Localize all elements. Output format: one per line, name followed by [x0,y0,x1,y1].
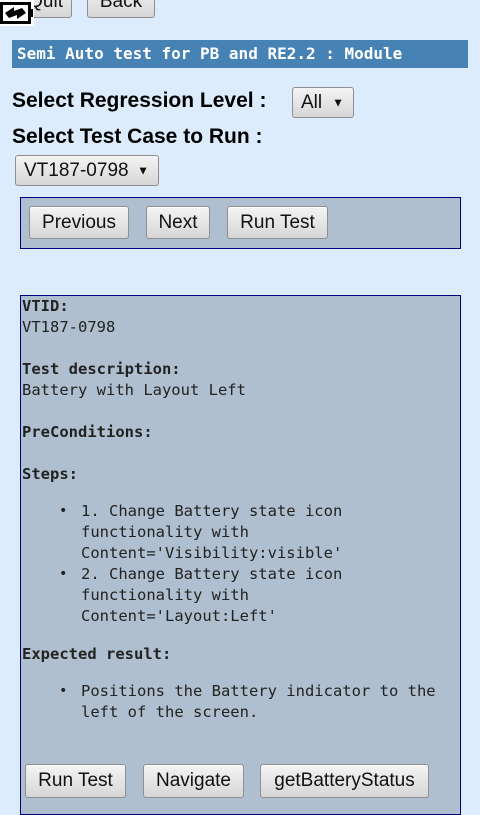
regression-level-value: All [301,91,323,113]
bullet-icon: • [59,683,68,699]
vtid-label: VTID: [22,297,69,315]
dropdown-arrow-icon: ▼ [332,94,344,109]
run-test-bottom-label: Run Test [38,770,113,791]
previous-button-label: Previous [42,211,116,233]
description-label: Test description: [22,360,181,378]
battery-charging-icon [0,0,34,26]
run-test-bottom-button[interactable]: Run Test [25,764,126,798]
navigation-panel [20,197,461,249]
next-button[interactable]: Next [146,206,210,239]
steps-label: Steps: [22,465,78,483]
test-case-value: VT187-0798 [24,159,129,181]
previous-button[interactable]: Previous [29,206,129,239]
regression-level-label: Select Regression Level : [12,89,267,112]
back-button-label: Back [99,0,143,12]
run-test-button-label: Run Test [240,211,315,233]
test-details-panel: VTID: VT187-0798 Test description: Batte… [20,295,461,815]
test-case-label: Select Test Case to Run : [12,125,263,148]
vtid-value: VT187-0798 [22,318,116,336]
bullet-icon: • [59,566,68,582]
navigate-button[interactable]: Navigate [143,764,244,798]
run-test-button[interactable]: Run Test [227,206,328,239]
description-value: Battery with Layout Left [22,381,246,399]
regression-level-select[interactable]: All ▼ [292,87,354,118]
step-item: 1. Change Battery state icon functionali… [81,502,343,562]
quit-button-label: Quit [28,0,63,12]
navigate-button-label: Navigate [156,770,231,791]
page-title: Semi Auto test for PB and RE2.2 : Module [12,40,468,68]
step-item: 2. Change Battery state icon functionali… [81,565,343,625]
expected-item: Positions the Battery indicator to the l… [81,682,436,721]
get-battery-status-label: getBatteryStatus [274,770,415,791]
get-battery-status-button[interactable]: getBatteryStatus [260,764,429,798]
dropdown-arrow-icon: ▼ [137,162,149,177]
back-button[interactable]: Back [87,0,155,18]
preconditions-label: PreConditions: [22,423,153,441]
expected-result-label: Expected result: [22,645,172,663]
test-case-select[interactable]: VT187-0798 ▼ [15,155,159,186]
bullet-icon: • [59,503,68,519]
next-button-label: Next [158,211,198,233]
